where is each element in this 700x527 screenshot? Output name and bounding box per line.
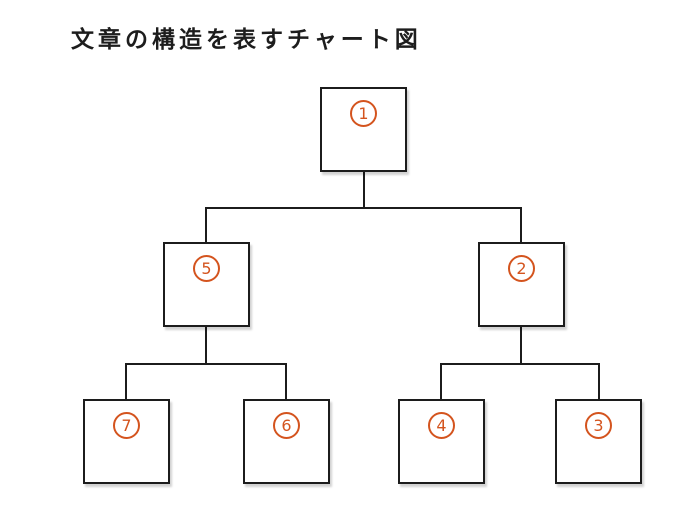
node-box-6: 6 (243, 399, 330, 484)
circled-number-2: 2 (508, 255, 535, 282)
node-box-3: 3 (555, 399, 642, 484)
node-box-5: 5 (163, 242, 250, 327)
circled-number-6: 6 (273, 412, 300, 439)
circled-number-7: 7 (113, 412, 140, 439)
circled-number-1: 1 (350, 100, 377, 127)
node-box-4: 4 (398, 399, 485, 484)
connector-level2-right (440, 327, 600, 399)
circled-number-3: 3 (585, 412, 612, 439)
connector-level1 (205, 172, 522, 242)
circled-number-5: 5 (193, 255, 220, 282)
node-box-1: 1 (320, 87, 407, 172)
diagram-title: 文章の構造を表すチャート図 (71, 27, 422, 53)
circled-number-4: 4 (428, 412, 455, 439)
connector-level2-left (125, 327, 287, 399)
node-box-7: 7 (83, 399, 170, 484)
node-box-2: 2 (478, 242, 565, 327)
